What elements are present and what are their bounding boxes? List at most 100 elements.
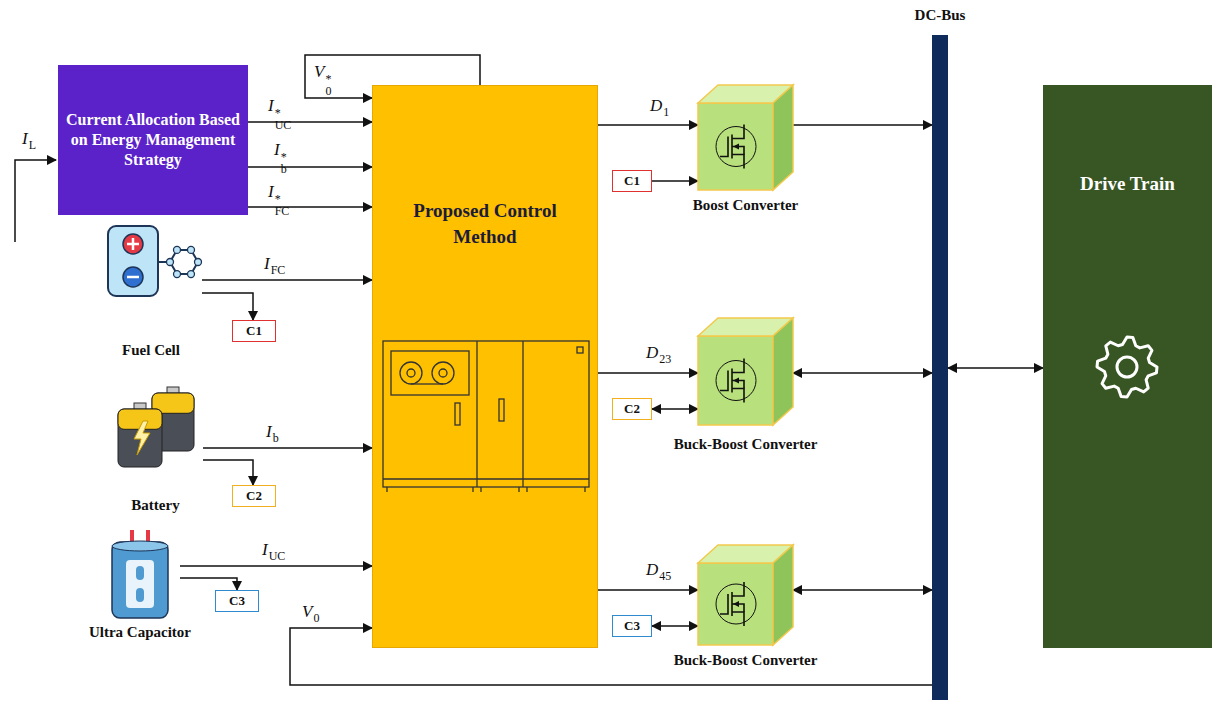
signal-label: D45 [646,561,671,582]
variable-letter: I [268,96,274,115]
signal-label: D23 [646,344,671,365]
connector [248,121,372,123]
fuel-cell-icon: Fuel Cell [100,222,202,300]
connector [948,367,1043,369]
node-label: C1 [624,173,640,189]
node-caption: Battery [131,497,179,514]
subscript: L [29,138,36,152]
subscript: 0 [313,611,319,625]
connector [652,180,698,182]
node-label: Current Allocation Based on Energy Manag… [66,110,240,170]
converter-block: Buck-Boost Converter [698,545,793,645]
node-label: Drive Train [1043,173,1212,195]
load-current-wire [15,160,56,242]
subscript: b [281,163,287,175]
subscript: 45 [659,569,671,583]
signal-label: IFC [264,255,285,276]
superscript: * [275,193,290,205]
signal-label: D1 [650,97,669,118]
node-caption: Fuel Cell [122,342,180,359]
capacitor-tag: C3 [612,615,652,637]
node-caption: Ultra Capacitor [89,624,191,641]
bus-graphic [932,35,948,700]
drive-graphic [1043,85,1212,648]
node-label: C2 [246,488,262,504]
signal-label: I*b [274,141,287,175]
node-label: C3 [229,593,245,609]
connector [203,460,253,485]
connector [598,589,698,591]
superscript: * [275,107,292,119]
signal-label: IUC [262,541,285,562]
drive-train-box: Drive Train [1043,85,1212,648]
subscript: FC [271,263,286,277]
connector [598,372,698,374]
signal-label: I*UC [268,97,291,131]
node-caption: Buck-Boost Converter [674,436,818,453]
index-stack: *b [281,151,287,175]
node-caption: Buck-Boost Converter [674,652,818,669]
connector [180,565,372,567]
variable-letter: V [302,602,312,621]
connector [202,279,372,281]
ultracapacitor-icon: Ultra Capacitor [100,530,180,622]
connector [793,124,932,126]
controller-box: Proposed Control Method [372,85,598,648]
variable-letter: I [262,540,268,559]
cube-graphic [698,318,793,425]
battery-icon: Battery [108,385,203,470]
subscript: UC [269,549,286,563]
variable-letter: I [264,254,270,273]
subscript: b [273,431,279,445]
node-label: Proposed Control Method [390,198,580,249]
signal-label: IL [22,130,36,151]
subscript: 0 [325,85,331,97]
index-stack: *UC [275,107,292,131]
superscript: * [281,151,287,163]
variable-letter: I [268,182,274,201]
capacitor-tag: C1 [612,170,652,192]
connector [793,372,932,374]
connector [202,293,253,320]
connector [203,447,372,449]
variable-letter: I [266,422,272,441]
connector [793,589,932,591]
signal-label: Ib [266,423,279,444]
superscript: * [325,73,331,85]
connector [248,166,372,168]
variable-letter: D [646,343,658,362]
signal-label: V*0 [314,63,331,97]
variable-letter: V [314,62,324,81]
node-label: C1 [246,323,262,339]
cabinet-illustration [381,339,591,494]
capacitor-tag: C2 [232,485,276,507]
connector [180,578,237,590]
index-stack: *FC [275,193,290,217]
node-label: C2 [624,401,640,417]
converter-block: Buck-Boost Converter [698,318,793,425]
variable-letter: D [646,560,658,579]
cube-graphic [698,545,793,645]
variable-letter: D [650,96,662,115]
subscript: 1 [663,105,669,119]
signal-label: V0 [302,603,319,624]
index-stack: *0 [325,73,331,97]
node-caption: Boost Converter [693,197,798,214]
strategy-box: Current Allocation Based on Energy Manag… [58,65,248,215]
cube-graphic [698,85,793,190]
node-caption: DC-Bus [915,7,966,24]
uc-graphic [100,530,180,622]
subscript: 23 [659,352,671,366]
signal-label: I*FC [268,183,289,217]
dc-bus-bar: DC-Bus [932,35,948,700]
capacitor-tag: C1 [232,320,276,342]
node-label: C3 [624,618,640,634]
subscript: UC [275,119,292,131]
variable-letter: I [274,140,280,159]
fc-graphic [100,222,202,300]
variable-letter: I [22,129,28,148]
capacitor-tag: C3 [215,590,259,612]
connector [652,408,698,410]
